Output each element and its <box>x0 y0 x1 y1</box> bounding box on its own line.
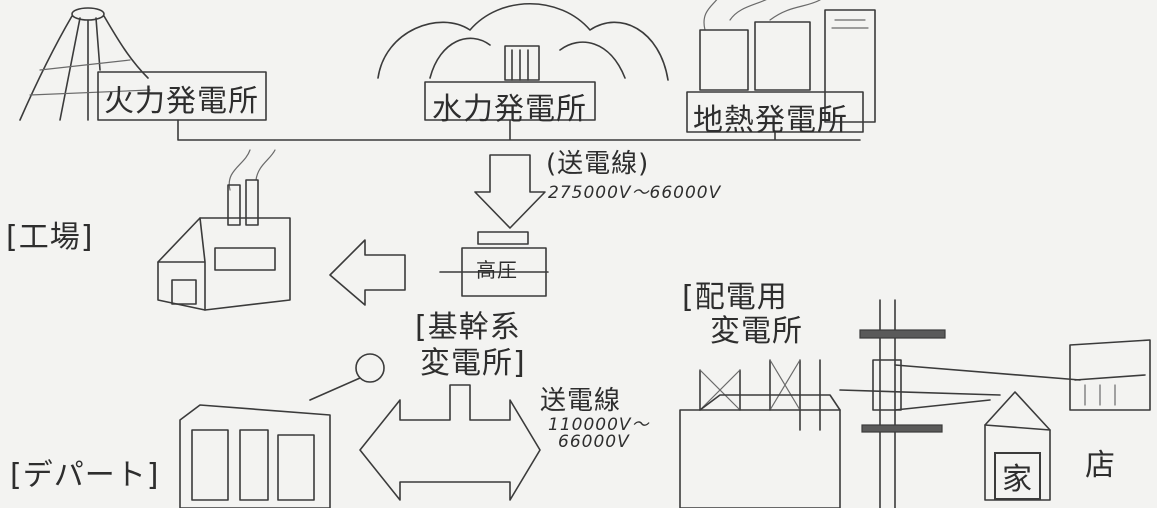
distribution-label-line1: [配電用 <box>682 280 788 315</box>
house-label: 家 <box>994 452 1041 500</box>
lower-line-voltage-2: 66000V <box>558 432 630 452</box>
geothermal-plant-label: 地熱発電所 <box>693 103 848 138</box>
shop-drawing <box>1069 339 1151 411</box>
upper-line-voltage: 275000V～66000V <box>548 183 722 203</box>
shop-label: 店 <box>1085 448 1116 483</box>
distribution-substation-drawing <box>679 359 841 508</box>
t-arrow <box>359 384 541 501</box>
hydro-plant-drawing <box>377 3 669 81</box>
left-arrow <box>329 239 406 306</box>
house-drawing <box>984 391 1051 501</box>
factory-drawing <box>157 149 291 311</box>
substation-label-line2: 変電所] <box>420 346 526 381</box>
lower-line-label: 送電線 <box>540 386 622 416</box>
upper-line-label: (送電線) <box>546 149 650 179</box>
department-store-label: [デパート] <box>10 458 160 493</box>
substation-sign: 高圧 <box>476 258 518 282</box>
distribution-label-line2: 変電所 <box>710 314 803 349</box>
lower-line-voltage-1: 110000V～ <box>548 415 650 435</box>
geothermal-plant-drawing <box>699 0 876 123</box>
substation-label-line1: [基幹系 <box>415 310 521 345</box>
thermal-plant-drawing <box>19 7 151 121</box>
factory-label: [工場] <box>6 220 94 255</box>
hydro-plant-label: 水力発電所 <box>432 92 587 127</box>
utility-pole-drawing <box>839 299 1081 508</box>
substation-drawing <box>439 231 549 297</box>
thermal-plant-label: 火力発電所 <box>104 84 259 119</box>
department-store-drawing <box>179 353 385 508</box>
down-arrow <box>474 154 546 229</box>
